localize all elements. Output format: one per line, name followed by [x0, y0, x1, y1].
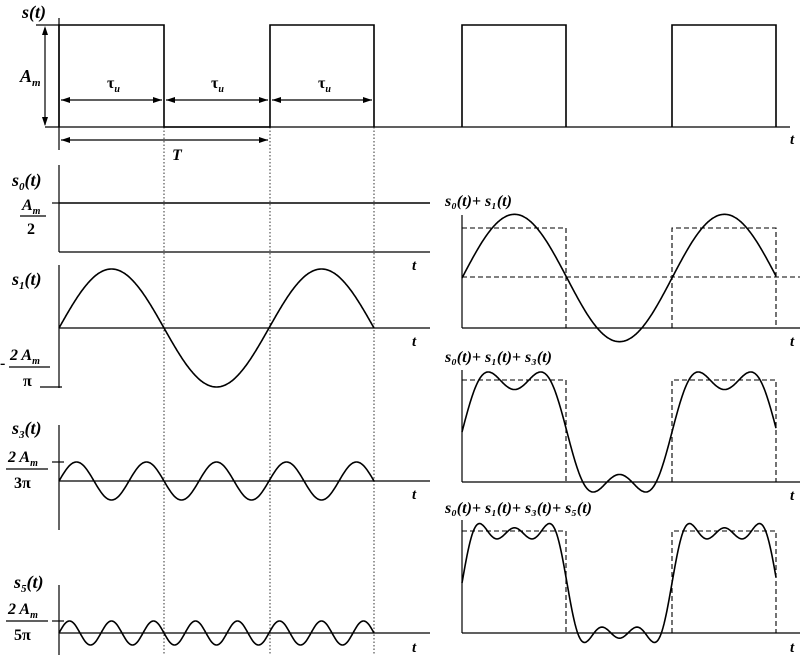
sum1-panel [461, 213, 800, 343]
label-tau-2: τu [211, 75, 224, 95]
label-s3-num: 2 Am [7, 449, 38, 469]
label-t-s5: t [412, 640, 417, 656]
s1-wave [58, 268, 375, 388]
label-s5: s5(t) [13, 572, 44, 595]
label-sum2: s₀(t)+ s₁(t)+ s₃(t) [444, 349, 552, 366]
label-tau-1: τu [107, 75, 120, 95]
label-s3: s3(t) [11, 418, 42, 441]
label-s0-num: Am [21, 197, 41, 217]
sum2-wave [461, 371, 777, 493]
label-t-s0: t [412, 258, 417, 274]
label-s1-minus: - [0, 355, 5, 372]
s3-wave [58, 461, 375, 501]
s0-panel [52, 165, 430, 253]
label-s5-num: 2 Am [7, 601, 38, 621]
sum2-panel [461, 370, 800, 493]
label-period: T [172, 147, 183, 164]
label-t-sum3: t [790, 640, 795, 656]
square-wave-panel [36, 18, 790, 150]
sum1-wave [461, 213, 777, 343]
label-s-top: s(t) [21, 2, 46, 23]
label-s1-num: 2 Am [9, 347, 40, 367]
label-s0: s0(t) [11, 170, 42, 193]
label-sum3: s₀(t)+ s₁(t)+ s₃(t)+ s₅(t) [444, 500, 592, 517]
label-t-s3: t [412, 487, 417, 503]
s5-wave [58, 620, 375, 646]
s5-panel [52, 585, 430, 655]
label-s1-den: π [23, 373, 32, 390]
label-amp: Am [19, 66, 41, 89]
sum3-panel [461, 520, 800, 644]
s1-panel [40, 265, 430, 388]
label-s3-den: 3π [14, 475, 31, 492]
label-s5-den: 5π [14, 627, 31, 644]
label-s0-den: 2 [27, 221, 35, 238]
label-t-s1: t [412, 334, 417, 350]
sum3-wave [461, 522, 777, 644]
label-t-sum1: t [790, 334, 795, 350]
s3-panel [52, 425, 430, 530]
square-wave [58, 24, 777, 128]
label-tau-3: τu [318, 75, 331, 95]
label-t-top: t [790, 132, 795, 148]
vertical-guides [163, 127, 375, 655]
label-t-sum2: t [790, 488, 795, 504]
label-s1: s1(t) [11, 269, 42, 292]
label-sum1: s₀(t)+ s₁(t) [444, 193, 512, 210]
